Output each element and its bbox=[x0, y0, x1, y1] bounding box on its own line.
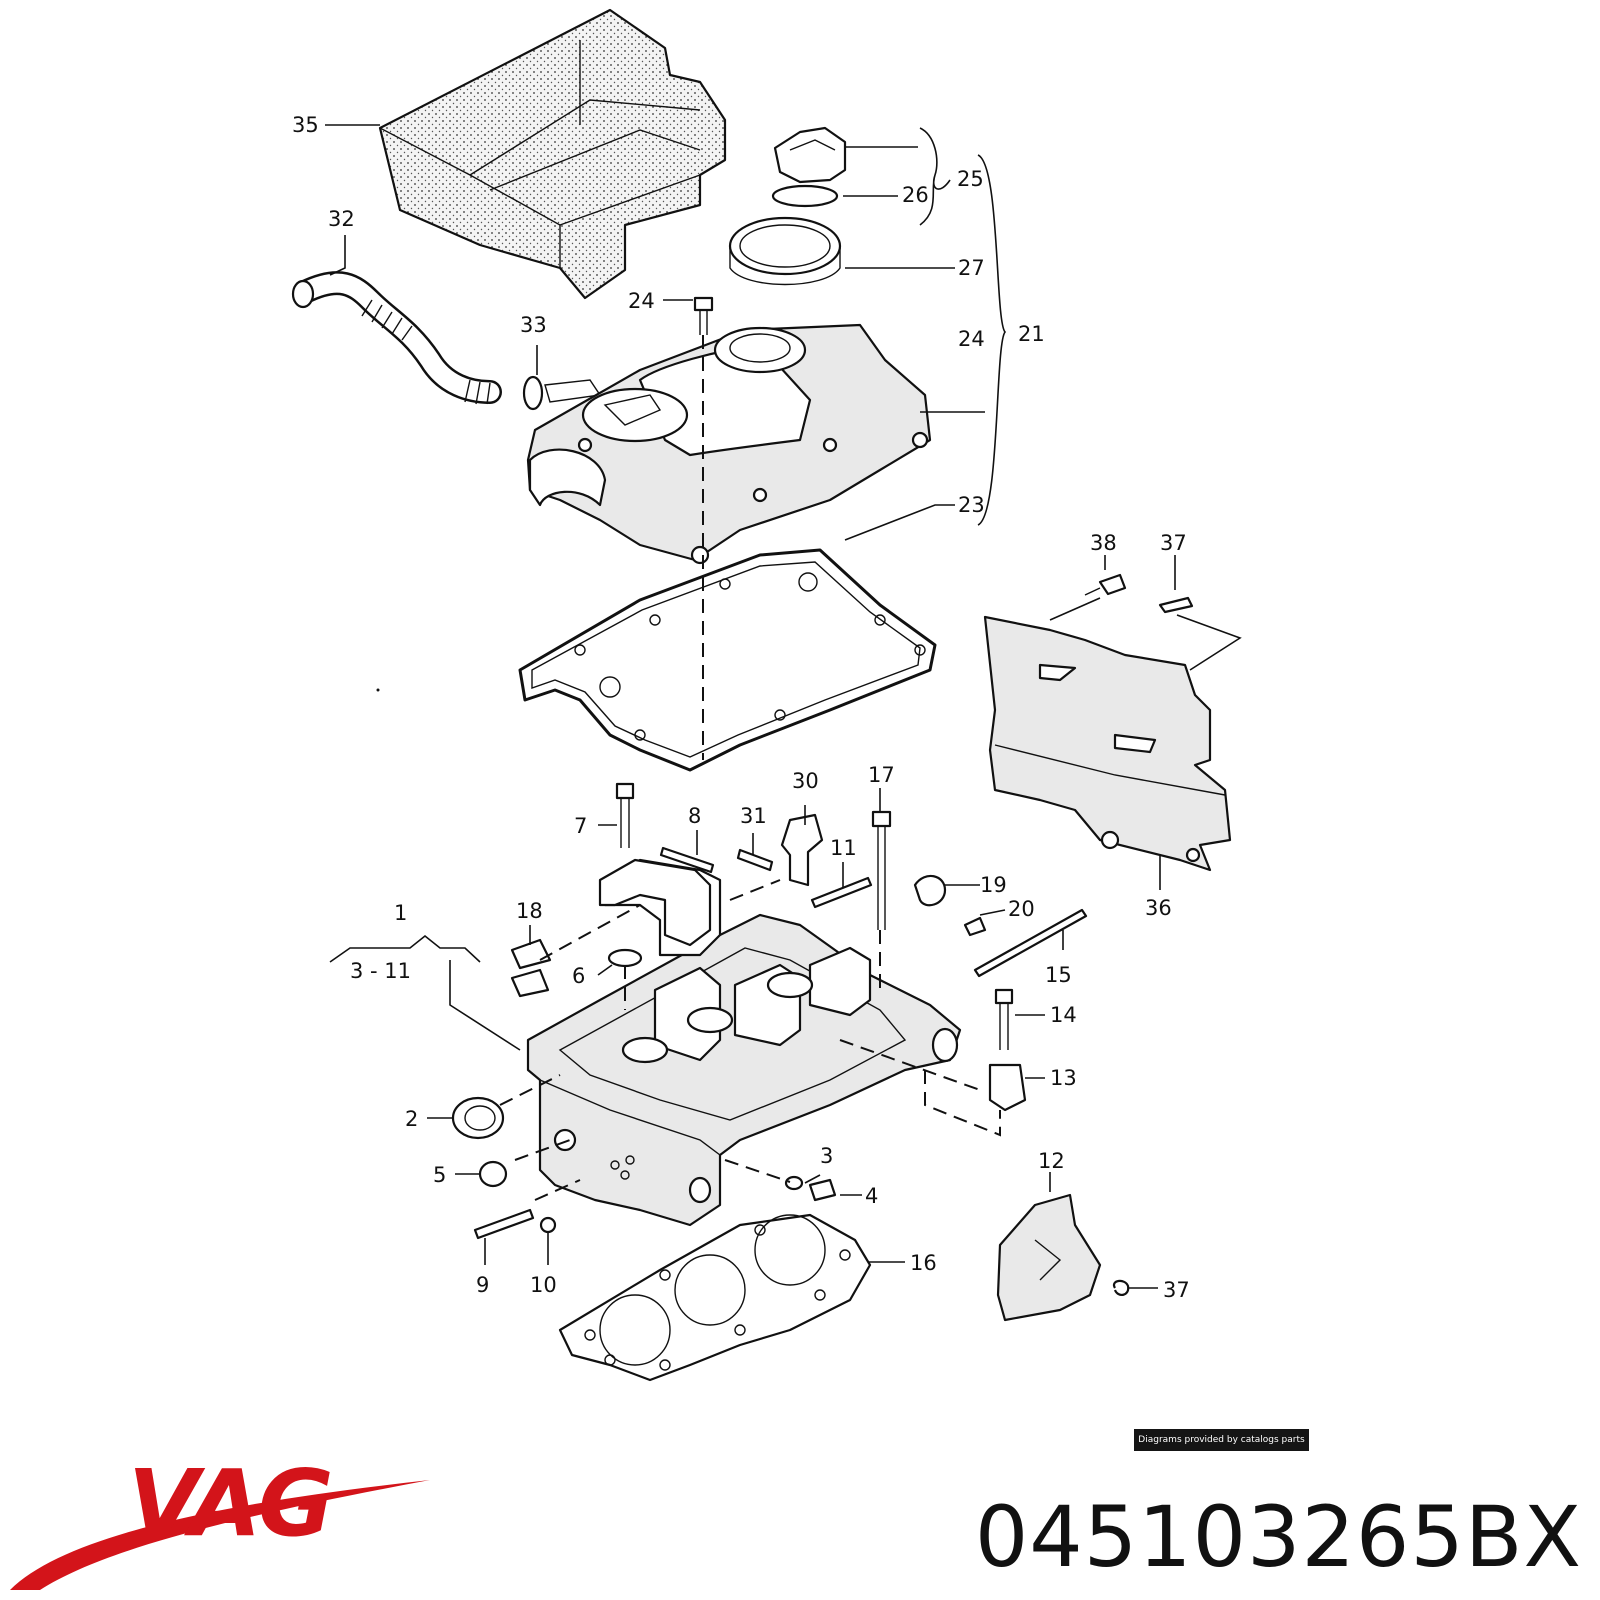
clip-20 bbox=[963, 916, 987, 937]
leader-lines bbox=[325, 124, 1242, 1289]
callout-35: 35 bbox=[292, 113, 319, 137]
callout-10: 10 bbox=[530, 1273, 557, 1297]
stud-9 bbox=[473, 1208, 535, 1240]
hose-clamp bbox=[522, 375, 602, 411]
callout-36: 36 bbox=[1145, 896, 1172, 920]
callout-3-11: 3 - 11 bbox=[350, 959, 411, 983]
callout-25: 25 bbox=[957, 167, 984, 191]
callout-18: 18 bbox=[516, 899, 543, 923]
side-cover-12 bbox=[996, 1193, 1102, 1322]
bolt-14 bbox=[994, 988, 1014, 1050]
engine-cover-foam bbox=[378, 8, 727, 300]
callout-38: 38 bbox=[1090, 531, 1117, 555]
cylinder-head-cover bbox=[526, 323, 932, 565]
rod-11 bbox=[810, 876, 873, 909]
callout-16: 16 bbox=[910, 1251, 937, 1275]
callout-1: 1 bbox=[394, 901, 407, 925]
bearing-bracket bbox=[598, 858, 712, 947]
washer bbox=[607, 948, 643, 968]
shield-screw bbox=[1084, 573, 1127, 596]
bolt-17 bbox=[871, 810, 892, 930]
credit-banner: Diagrams provided by catalogs parts bbox=[1134, 1429, 1309, 1451]
callout-23: 23 bbox=[958, 493, 985, 517]
plug-5 bbox=[478, 1160, 508, 1188]
callout-2: 2 bbox=[405, 1107, 418, 1131]
block-13 bbox=[988, 1063, 1027, 1112]
stray-dot bbox=[376, 688, 380, 692]
callout-21: 21 bbox=[1018, 322, 1045, 346]
callout-30: 30 bbox=[792, 769, 819, 793]
callout-9: 9 bbox=[476, 1273, 489, 1297]
callout-11: 11 bbox=[830, 836, 857, 860]
callout-31: 31 bbox=[740, 804, 767, 828]
rod-15 bbox=[973, 908, 1088, 978]
stud-8 bbox=[659, 846, 715, 874]
callout-24a: 24 bbox=[628, 289, 655, 313]
seal-19 bbox=[913, 874, 947, 907]
filler-neck-seal bbox=[728, 216, 842, 286]
callout-26: 26 bbox=[902, 183, 929, 207]
callout-labels: 35 32 33 24 25 26 27 24 21 23 38 37 36 3… bbox=[292, 113, 1190, 1302]
callout-12: 12 bbox=[1038, 1149, 1065, 1173]
breather-hose bbox=[291, 271, 502, 405]
shield-clip bbox=[1158, 596, 1194, 614]
callout-19: 19 bbox=[980, 873, 1007, 897]
callout-13: 13 bbox=[1050, 1066, 1077, 1090]
callout-33: 33 bbox=[520, 313, 547, 337]
washer-3 bbox=[784, 1175, 804, 1191]
head-gasket bbox=[558, 1213, 872, 1382]
heat-shield bbox=[983, 615, 1232, 872]
callout-3: 3 bbox=[820, 1144, 833, 1168]
callout-15: 15 bbox=[1045, 963, 1072, 987]
cover-bolt bbox=[693, 296, 714, 335]
callout-27: 27 bbox=[958, 256, 985, 280]
callout-14: 14 bbox=[1050, 1003, 1077, 1027]
cover-gasket bbox=[518, 548, 937, 772]
bolt-7 bbox=[615, 782, 635, 848]
callout-20: 20 bbox=[1008, 897, 1035, 921]
callout-24b: 24 bbox=[958, 327, 985, 351]
bolt-4 bbox=[808, 1178, 837, 1202]
cylinder-head bbox=[526, 858, 962, 1227]
bracket-30 bbox=[780, 813, 824, 887]
callout-6: 6 bbox=[572, 964, 585, 988]
callout-8: 8 bbox=[688, 804, 701, 828]
seal-ring-2 bbox=[451, 1096, 505, 1140]
vag-logo: VAG bbox=[10, 1450, 430, 1590]
part-number: 045103265BX bbox=[974, 1488, 1582, 1586]
callout-7: 7 bbox=[574, 814, 587, 838]
callout-5: 5 bbox=[433, 1163, 446, 1187]
callout-37b: 37 bbox=[1163, 1278, 1190, 1302]
shell-bearing bbox=[510, 938, 552, 998]
pin-10 bbox=[539, 1216, 557, 1234]
callout-4: 4 bbox=[865, 1184, 878, 1208]
callout-17: 17 bbox=[868, 763, 895, 787]
bolt-31 bbox=[736, 848, 774, 872]
callout-32: 32 bbox=[328, 207, 355, 231]
clip-37 bbox=[1112, 1279, 1130, 1296]
oil-filler-cap bbox=[771, 126, 847, 208]
svg-text:VAG: VAG bbox=[128, 1450, 331, 1557]
callout-37a: 37 bbox=[1160, 531, 1187, 555]
